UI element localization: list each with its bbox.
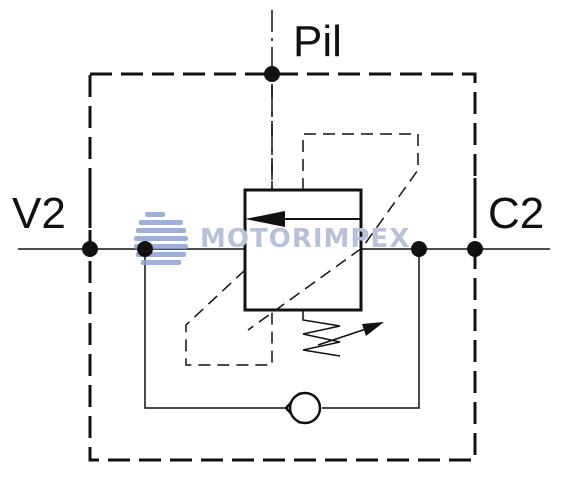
junction-bypass-left <box>137 241 153 257</box>
adjust-arrow-shaft <box>317 326 373 346</box>
spring <box>302 310 341 357</box>
junction-pil <box>264 66 280 82</box>
watermark-brand: MOTORIMPEX <box>200 224 411 254</box>
junction-v2 <box>82 241 98 257</box>
drain-dashed <box>185 269 273 366</box>
bypass-line-right <box>322 249 420 409</box>
check-valve-ball <box>288 391 322 425</box>
valve-enclosure <box>88 72 477 462</box>
port-label-c2: C2 <box>488 189 545 238</box>
watermark-globe-icon <box>134 212 188 265</box>
pilot-feedback-dashed <box>247 133 419 331</box>
port-label-v2: V2 <box>12 189 66 238</box>
flow-arrow-head <box>245 211 285 227</box>
adjust-arrow-head <box>362 322 384 336</box>
bypass-line <box>144 249 286 409</box>
junction-c2 <box>467 241 483 257</box>
port-label-pil: Pil <box>293 17 342 66</box>
junction-bypass-right <box>411 241 427 257</box>
